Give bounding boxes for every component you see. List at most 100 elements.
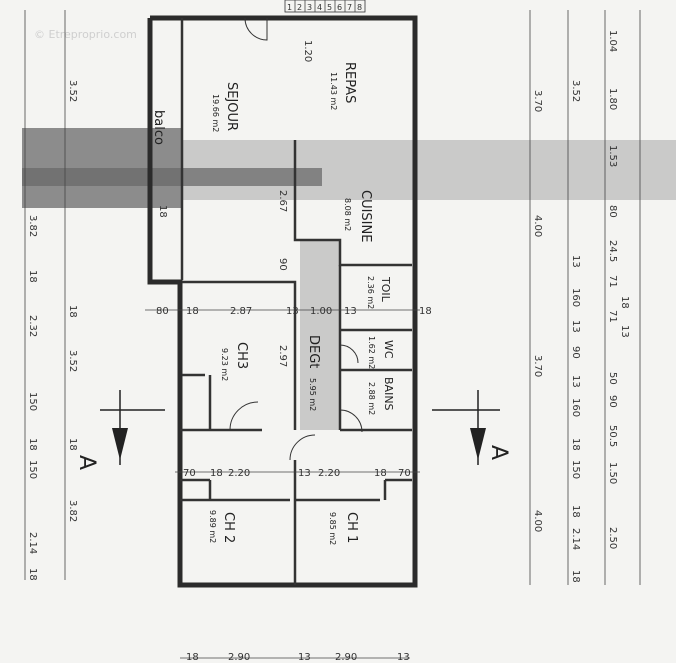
mid-row-5: 13 xyxy=(344,306,357,317)
low-row-5: 18 xyxy=(374,468,387,479)
int-dim-4: 18 xyxy=(157,205,168,218)
right-c-10: 90 xyxy=(607,395,618,408)
int-dim-2: 90 xyxy=(277,258,288,271)
right-a-3: 4.00 xyxy=(532,510,543,532)
room-ch2-area: 9.89 m2 xyxy=(208,510,217,543)
left-dimensions: 3.52 3.82 2.32 3.52 3.82 18 18 150 18 15… xyxy=(24,10,78,581)
mid-row-2: 2.87 xyxy=(230,306,252,317)
left-inner-3: 18 xyxy=(27,438,38,451)
right-c-3: 80 xyxy=(607,205,618,218)
left-inner-2: 150 xyxy=(27,392,38,411)
interior-dimensions: 1.20 2.67 90 2.97 18 xyxy=(157,40,313,367)
left-inner-4: 150 xyxy=(27,460,38,479)
right-c-4: 24.5 xyxy=(607,240,618,262)
room-bains-area: 2.88 m2 xyxy=(367,382,376,415)
right-c-5: 71 xyxy=(607,275,618,288)
scale-4: 4 xyxy=(317,3,322,12)
room-repas-area: 11.43 m2 xyxy=(329,72,338,110)
right-c-1: 1.80 xyxy=(607,88,618,110)
left-inner-1: 18 xyxy=(67,305,78,318)
right-b-0: 3.52 xyxy=(570,80,581,102)
watermark: © Etreproprio.com xyxy=(34,28,137,41)
left-inner-7: 18 xyxy=(27,568,38,581)
room-wc-name: WC xyxy=(382,340,395,359)
bottom-row-1: 2.90 xyxy=(228,652,250,663)
scan-noise-band xyxy=(22,128,676,430)
room-cuisine-area: 8.08 m2 xyxy=(343,198,352,231)
left-inner-5: 18 xyxy=(67,438,78,451)
scale-2: 2 xyxy=(297,3,302,12)
right-c-13: 2.50 xyxy=(607,527,618,549)
room-ch1-area: 9.85 m2 xyxy=(328,512,337,545)
mid-row-0: 80 xyxy=(156,306,169,317)
right-b-7: 18 xyxy=(570,438,581,451)
room-ch3-area: 9.23 m2 xyxy=(220,348,229,381)
scale-6: 6 xyxy=(337,3,342,12)
left-inner-6: 2.14 xyxy=(27,532,38,554)
low-row-0: 70 xyxy=(183,468,196,479)
mid-row-4: 1.00 xyxy=(310,306,332,317)
bottom-row-3: 2.90 xyxy=(335,652,357,663)
right-c-6: 18 xyxy=(619,296,630,309)
scale-8: 8 xyxy=(357,3,362,12)
section-label-left: A xyxy=(74,455,99,470)
scale-7: 7 xyxy=(347,3,352,12)
room-cuisine-name: CUISINE xyxy=(358,190,373,242)
mid-row-3: 13 xyxy=(286,306,299,317)
room-toil-area: 2.36 m2 xyxy=(366,276,375,309)
room-ch3-name: CH3 xyxy=(234,342,249,369)
int-dim-3: 2.97 xyxy=(277,345,288,367)
right-b-10: 2.14 xyxy=(570,528,581,550)
bottom-row-2: 13 xyxy=(298,652,311,663)
right-b-8: 150 xyxy=(570,460,581,479)
low-row-4: 2.20 xyxy=(318,468,340,479)
room-sejour-area: 19.66 m2 xyxy=(211,94,220,132)
left-dim-1: 3.82 xyxy=(27,215,38,237)
top-scale: 1 2 3 4 5 6 7 8 xyxy=(284,0,366,13)
low-row-2: 2.20 xyxy=(228,468,250,479)
left-inner-0: 18 xyxy=(27,270,38,283)
mid-row-6: 18 xyxy=(419,306,432,317)
bottom-row-0: 18 xyxy=(186,652,199,663)
mid-row-1: 18 xyxy=(186,306,199,317)
room-degt-area: 5.95 m2 xyxy=(308,378,317,411)
right-c-11: 50.5 xyxy=(607,425,618,447)
section-marker-left: A xyxy=(74,390,165,470)
right-c-2: 1.53 xyxy=(607,145,618,167)
right-b-11: 18 xyxy=(570,570,581,583)
room-degt-name: DEGt xyxy=(306,335,321,368)
right-a-1: 4.00 xyxy=(532,215,543,237)
room-labels: SEJOUR 19.66 m2 REPAS 11.43 m2 CUISINE 8… xyxy=(151,62,395,545)
right-b-9: 18 xyxy=(570,505,581,518)
room-toil-name: TOIL xyxy=(379,276,392,303)
right-b-5: 13 xyxy=(570,375,581,388)
room-bains-name: BAINS xyxy=(382,377,395,411)
room-sejour-name: SEJOUR xyxy=(224,82,239,131)
right-c-12: 1.50 xyxy=(607,462,618,484)
scale-1: 1 xyxy=(287,3,292,12)
right-b-6: 160 xyxy=(570,398,581,417)
scale-3: 3 xyxy=(307,3,312,12)
int-dim-1: 2.67 xyxy=(277,190,288,212)
left-dim-4: 3.82 xyxy=(67,500,78,522)
left-dim-3: 3.52 xyxy=(67,350,78,372)
scale-5: 5 xyxy=(327,3,332,12)
walls xyxy=(147,15,418,588)
room-repas-name: REPAS xyxy=(342,62,357,103)
right-dimensions: 3.70 4.00 3.70 4.00 3.52 13 160 13 90 13… xyxy=(529,10,641,585)
right-c-7: 71 xyxy=(607,310,618,323)
right-b-1: 13 xyxy=(570,255,581,268)
section-label-right: A xyxy=(486,445,511,460)
room-wc-area: 1.62 m2 xyxy=(367,336,376,369)
left-dim-0: 3.52 xyxy=(67,80,78,102)
room-ch1-name: CH 1 xyxy=(344,512,359,543)
section-marker-right: A xyxy=(432,390,511,465)
horizontal-dimensions: 80 18 2.87 13 1.00 13 18 70 18 2.20 13 2… xyxy=(145,306,432,663)
left-dim-2: 2.32 xyxy=(27,315,38,337)
low-row-1: 18 xyxy=(210,468,223,479)
right-a-0: 3.70 xyxy=(532,90,543,112)
low-row-6: 70 xyxy=(398,468,411,479)
right-c-9: 50 xyxy=(607,372,618,385)
right-a-2: 3.70 xyxy=(532,355,543,377)
